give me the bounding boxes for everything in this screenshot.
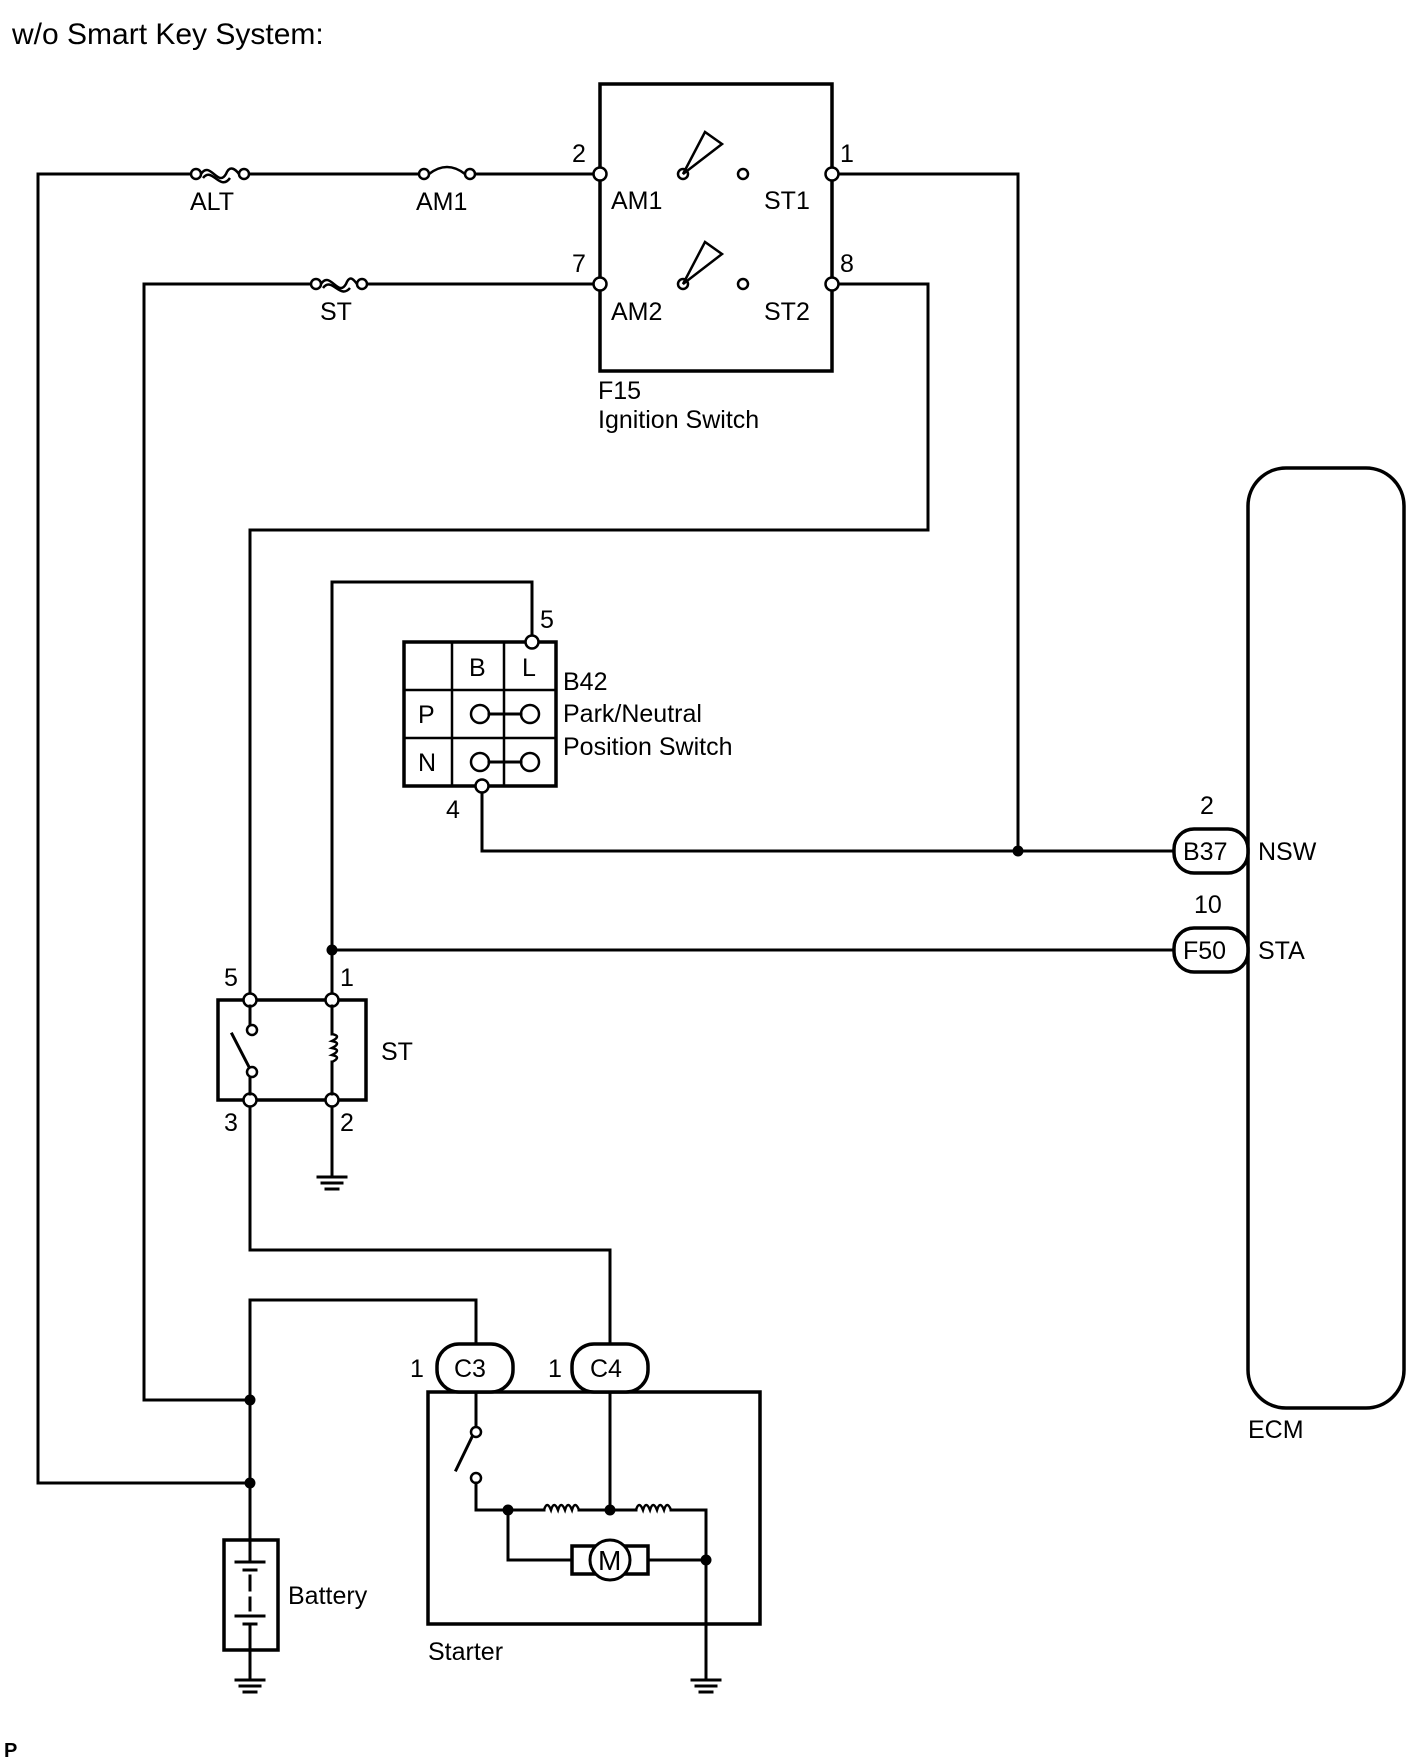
battery-label: Battery — [288, 1582, 368, 1610]
ignition-pin-st2: 8 — [840, 250, 854, 278]
pn-row-p: P — [418, 701, 435, 729]
fuse-alt-label: ALT — [190, 188, 234, 216]
ignition-switch: 2 1 7 8 AM1 ST1 AM2 ST2 F15 Ignition Swi… — [572, 82, 854, 434]
ecm-name: ECM — [1248, 1416, 1304, 1444]
fuse-am1-label: AM1 — [416, 188, 467, 216]
junction-battery-alt — [244, 1477, 256, 1489]
wire-battery-to-alt — [36, 172, 198, 1485]
starter-connector-c4: C4 — [590, 1355, 622, 1383]
wire-st1-to-nsw — [830, 172, 1020, 853]
relay-pin-2: 2 — [340, 1109, 354, 1137]
starter-pin-c3: 1 — [410, 1355, 424, 1383]
starter-connector-c3: C3 — [454, 1355, 486, 1383]
ground-relay-icon — [316, 1175, 348, 1191]
fuse-alt: ALT — [189, 167, 251, 216]
relay-pin-1: 1 — [340, 964, 354, 992]
pn-switch-name-1: Park/Neutral — [563, 700, 702, 728]
junctions — [244, 845, 1024, 1489]
fuse-st: ST — [309, 277, 369, 326]
pn-col-b: B — [469, 654, 486, 682]
pn-pin-bottom: 4 — [446, 796, 460, 824]
diagram-title: w/o Smart Key System: — [11, 18, 324, 51]
motor-symbol: M — [598, 1545, 621, 1576]
battery: Battery — [222, 1538, 368, 1682]
pn-row-n: N — [418, 749, 436, 777]
junction-nsw — [1012, 845, 1024, 857]
ecm-connector-f50: F50 — [1183, 937, 1226, 965]
ignition-terminal-am2: AM2 — [611, 298, 662, 326]
ignition-terminal-st1: ST1 — [764, 187, 810, 215]
ecm-label-nsw: NSW — [1258, 838, 1317, 866]
pn-switch-name-2: Position Switch — [563, 733, 733, 761]
ignition-terminal-st2: ST2 — [764, 298, 810, 326]
starter-name: Starter — [428, 1638, 503, 1666]
wire-pn-to-nsw — [480, 784, 1176, 853]
fuse-am1: AM1 — [416, 165, 477, 216]
st-relay: 5 1 3 2 ST — [216, 964, 413, 1137]
ignition-terminal-am1: AM1 — [611, 187, 662, 215]
pn-col-l: L — [522, 654, 536, 682]
ignition-switch-name: Ignition Switch — [598, 406, 759, 434]
pn-pin-top: 5 — [540, 606, 554, 634]
ecm-label-sta: STA — [1258, 937, 1305, 965]
ecm-connector-b37: B37 — [1183, 838, 1227, 866]
pn-switch-code: B42 — [563, 668, 607, 696]
ground-starter-icon — [690, 1678, 722, 1694]
ignition-pin-st1: 1 — [840, 140, 854, 168]
relay-pin-3: 3 — [224, 1109, 238, 1137]
wire-relay-to-c4 — [248, 1098, 612, 1346]
fuse-st-label: ST — [320, 298, 352, 326]
junction-sta — [326, 944, 338, 956]
relay-pin-5: 5 — [224, 964, 238, 992]
ignition-pin-am1: 2 — [572, 140, 586, 168]
ignition-pin-am2: 7 — [572, 250, 586, 278]
junction-battery-st — [244, 1394, 256, 1406]
wire-st2-to-relay — [248, 282, 930, 1002]
footer-mark: P — [4, 1740, 17, 1762]
wire-pn-to-relay-coil — [330, 580, 534, 1002]
ecm-pin-nsw: 2 — [1200, 792, 1214, 820]
starter: C3 1 C4 1 M Starter — [410, 1342, 762, 1682]
ecm: B37 2 NSW F50 10 STA ECM — [1172, 466, 1406, 1444]
ignition-switch-code: F15 — [598, 377, 641, 405]
wires — [36, 172, 1176, 1542]
wire-battery-to-c3 — [248, 1298, 478, 1542]
park-neutral-switch: B L P N 5 4 B42 Park/Neutral Position Sw… — [402, 606, 733, 824]
relay-name: ST — [381, 1038, 413, 1066]
starter-pin-c4: 1 — [548, 1355, 562, 1383]
ecm-pin-sta: 10 — [1194, 891, 1222, 919]
wire-battery-to-st-fuse — [142, 282, 318, 1402]
ground-battery-icon — [234, 1678, 266, 1694]
